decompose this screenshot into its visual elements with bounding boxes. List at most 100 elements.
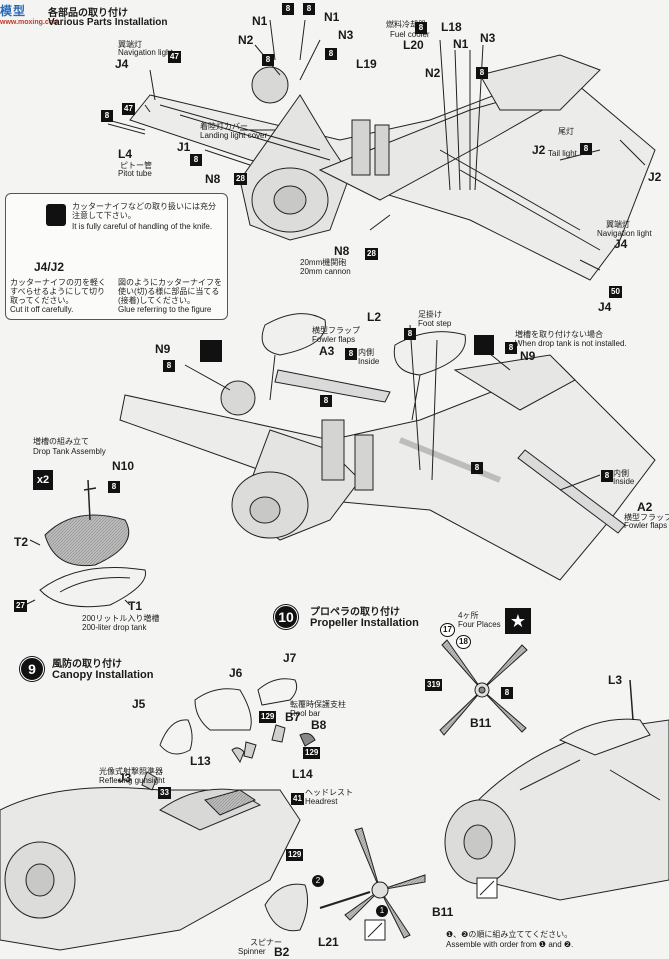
headrest-ja: ヘッドレスト: [305, 788, 353, 797]
badge-47: 47: [122, 103, 135, 115]
step-9-title-en: Canopy Installation: [52, 669, 154, 681]
part-n8-a: N8: [205, 172, 221, 186]
part-j6: J6: [229, 666, 243, 680]
badge-17: 17: [440, 623, 455, 637]
caution-icon: [46, 204, 66, 226]
a3-label-ja: 横型フラップ: [312, 326, 360, 335]
part-j4-a: J4: [115, 57, 129, 71]
arrow-left-icon: [474, 335, 494, 355]
badge-8: 8: [601, 470, 613, 482]
j4-nav-label-ja: 翼端灯: [118, 40, 142, 49]
drop-tank-title-en: Drop Tank Assembly: [33, 447, 106, 456]
a3-inside-en: Inside: [358, 357, 380, 366]
part-n1-c: N1: [453, 37, 469, 51]
part-n1-b: N1: [324, 10, 340, 24]
badge-50: 50: [609, 286, 622, 298]
part-j3: J3: [118, 771, 132, 785]
part-t1: T1: [128, 599, 143, 613]
badge-8: 8: [404, 328, 416, 340]
caution-en: It is fully careful of handling of the k…: [72, 222, 213, 231]
b2-label-ja: スピナー: [250, 938, 282, 947]
part-n3-a: N3: [338, 28, 354, 42]
nav-right-label-ja: 翼端灯: [606, 220, 630, 229]
a3-label-en: Fowler flaps: [312, 335, 356, 344]
part-a2: A2: [637, 500, 653, 514]
caution-part-label: J4/J2: [34, 260, 65, 274]
badge-8: 8: [108, 481, 120, 493]
part-n8-b: N8: [334, 244, 350, 258]
j4-nav-label-en: Navigation light: [118, 48, 173, 57]
j2-label-ja: 尾灯: [558, 127, 574, 136]
part-b7: B7: [285, 710, 301, 724]
star-icon: ★: [505, 608, 531, 634]
badge-8: 8: [471, 462, 483, 474]
badge-129: 129: [303, 747, 321, 759]
l4-label-en: Pitot tube: [118, 169, 152, 178]
badge-8: 8: [303, 3, 315, 15]
badge-8: 8: [580, 143, 592, 155]
part-l14: L14: [292, 767, 313, 781]
part-a3: A3: [319, 344, 335, 358]
j3-label-ja: 光像式射撃照準器: [99, 767, 163, 776]
badge-27: 27: [14, 600, 27, 612]
step-10-number: 10: [273, 604, 299, 630]
badge-8: 8: [415, 22, 427, 34]
a2-label-ja: 横型フラップ: [624, 513, 669, 522]
badge-41: 41: [291, 793, 304, 805]
part-l4: L4: [118, 147, 133, 161]
various-parts-title-en: Various Parts Installation: [48, 17, 168, 28]
caution-ja: カッターナイフなどの取り扱いには充分注意して下さい。: [72, 202, 216, 220]
caution-box: カッターナイフなどの取り扱いには充分注意して下さい。 It is fully c…: [5, 193, 228, 320]
badge-8: 8: [320, 395, 332, 407]
part-j4-c: J4: [598, 300, 612, 314]
badge-8: 8: [101, 110, 113, 122]
part-b11-a: B11: [470, 716, 492, 730]
badge-8: 8: [501, 687, 513, 699]
j1-label-en: Landing light cover: [200, 131, 268, 140]
j3-label-en: Reflecing gunsight: [99, 776, 165, 785]
part-n2-a: N2: [238, 33, 254, 47]
a2-inside-en: Inside: [613, 477, 635, 486]
step-9-number: 9: [19, 656, 45, 682]
badge-8: 8: [190, 154, 202, 166]
part-n9-a: N9: [155, 342, 171, 356]
badge-28: 28: [234, 173, 247, 185]
four-places-en: Four Places: [458, 620, 501, 629]
part-n3-b: N3: [480, 31, 496, 45]
part-j5: J5: [132, 697, 146, 711]
b8-label-ja: 転覆時保護支柱: [290, 700, 346, 709]
part-b2: B2: [274, 945, 290, 959]
badge-8: 8: [505, 342, 517, 354]
badge-8: 8: [476, 67, 488, 79]
drop-tank-title-ja: 増槽の組み立て: [33, 437, 89, 446]
part-b11-b: B11: [432, 905, 454, 919]
t1-label-en: 200-liter drop tank: [82, 623, 147, 632]
quantity-badge: x2: [33, 470, 53, 490]
part-l2: L2: [367, 310, 382, 324]
part-n2-b: N2: [425, 66, 441, 80]
caution-cut-ja: カッターナイフの刃を軽くすべらせるようにして切り取ってください。: [10, 278, 106, 305]
part-j4-b: J4: [614, 237, 628, 251]
l20-label-en: Fuel cooler: [390, 30, 430, 39]
l2-label-en: Foot step: [418, 319, 452, 328]
step-order-1-icon: 1: [376, 905, 388, 917]
part-n9-b: N9: [520, 349, 536, 363]
part-b8: B8: [311, 718, 327, 732]
badge-8: 8: [282, 3, 294, 15]
l20-label-ja: 燃料冷却器: [386, 20, 426, 29]
b2-label-en: Spinner: [238, 947, 266, 956]
nav-right-label-en: Navigation light: [597, 229, 652, 238]
l2-label-ja: 足掛け: [418, 310, 442, 319]
assemble-order-ja: ❶、❷の順に組み立ててください。: [446, 930, 573, 939]
l4-label-ja: ピトー管: [120, 161, 152, 170]
b8-label-en: Rool bar: [290, 709, 321, 718]
step-10-title-ja: プロペラの取り付け: [310, 607, 400, 618]
arrow-right-icon: [200, 340, 222, 362]
part-n10: N10: [112, 459, 135, 473]
part-t2: T2: [14, 535, 29, 549]
a2-label-en: Fowler flaps: [624, 521, 668, 530]
badge-129: 129: [259, 711, 277, 723]
part-j1: J1: [177, 140, 191, 154]
step-9-title-ja: 風防の取り付け: [52, 659, 122, 670]
badge-28: 28: [365, 248, 378, 260]
